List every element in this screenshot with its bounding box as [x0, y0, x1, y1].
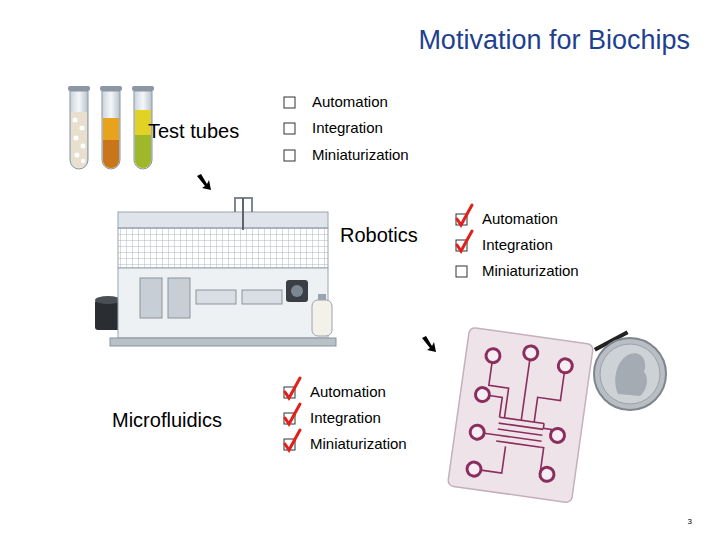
criterion: Miniaturization: [312, 146, 409, 164]
criterion: Miniaturization: [482, 262, 579, 280]
microfluidic-chip: [447, 310, 627, 507]
criterion: Integration: [312, 119, 383, 137]
robot-workstation: [95, 198, 336, 346]
check-tick: [285, 205, 472, 450]
stage-name: Robotics: [340, 223, 418, 247]
criterion: Integration: [310, 409, 381, 427]
test-tubes: [68, 86, 154, 169]
criterion: Miniaturization: [310, 435, 407, 453]
criterion: Automation: [312, 93, 388, 111]
checkbox: [284, 97, 467, 450]
page-number: 3: [688, 517, 692, 527]
quarter-coin: [594, 338, 666, 410]
criterion: Automation: [310, 383, 386, 401]
criterion: Integration: [482, 236, 553, 254]
criterion: Automation: [482, 210, 558, 228]
slide-title: Motivation for Biochips: [418, 24, 690, 56]
stage-name: Microfluidics: [112, 408, 222, 432]
stage-name: Test tubes: [148, 119, 239, 143]
